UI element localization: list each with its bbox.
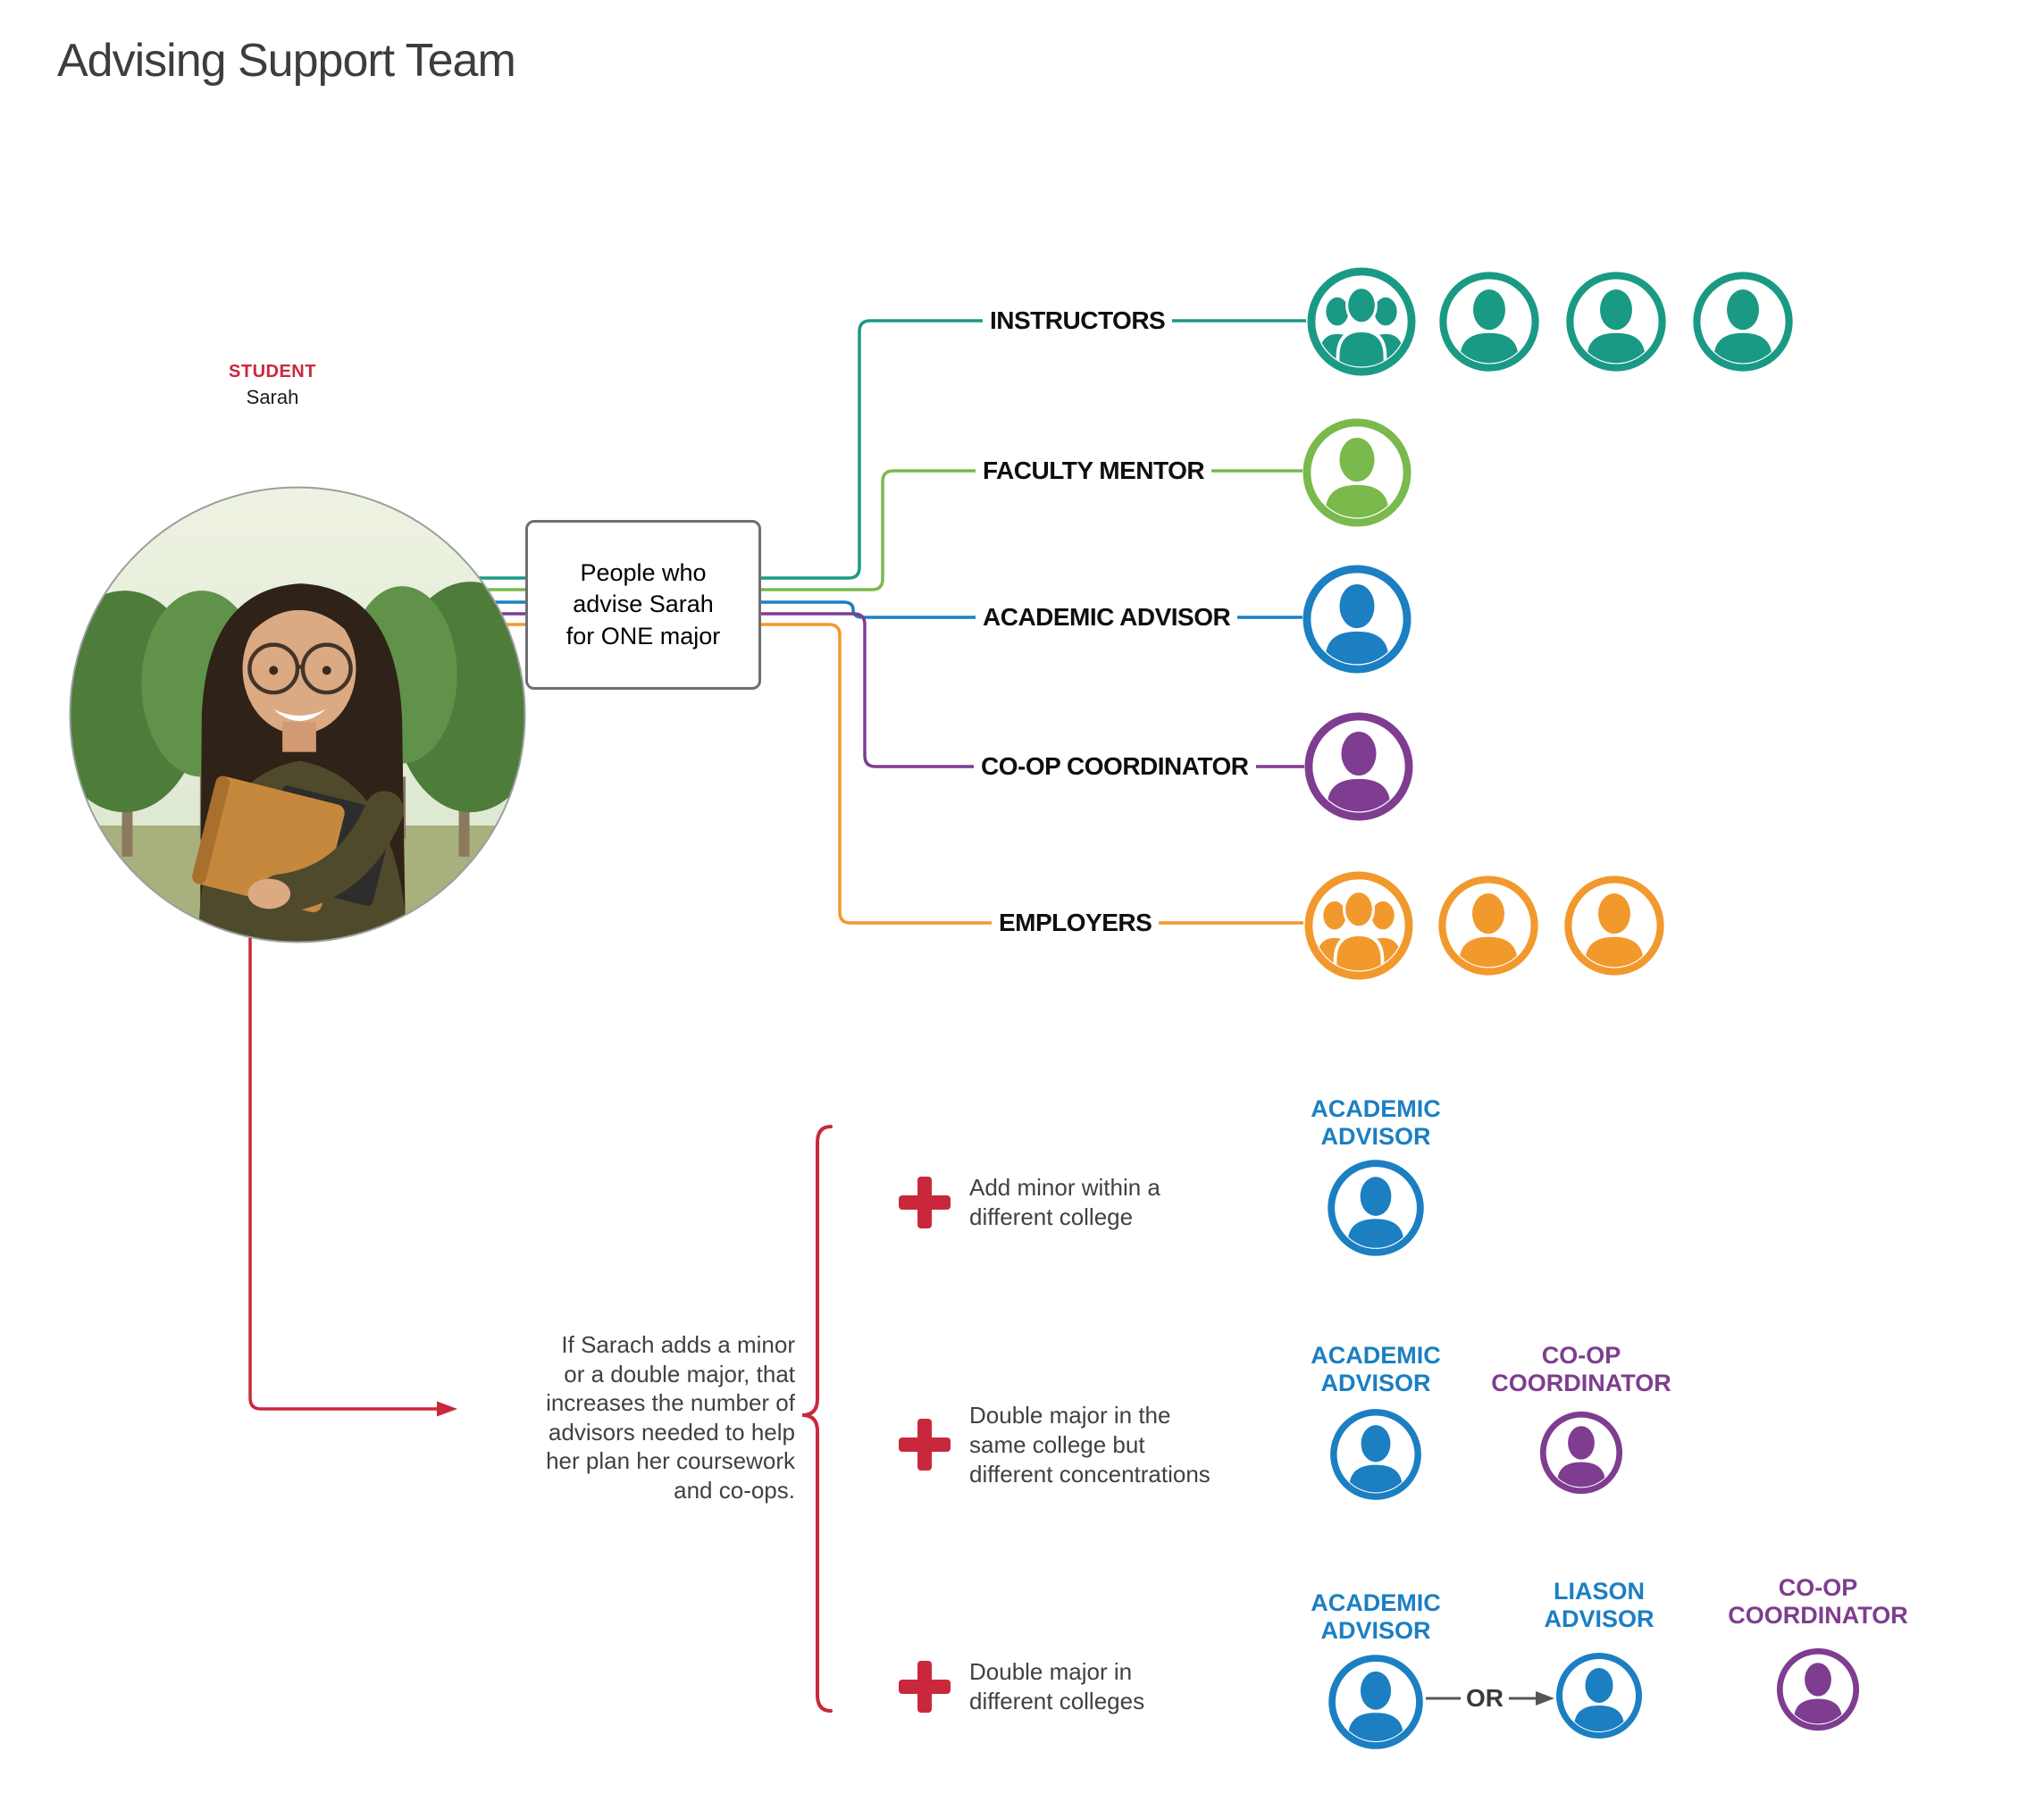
scenario-text-line: Add minor within a	[969, 1174, 1160, 1201]
instructors-person-icon	[1564, 270, 1668, 373]
label-line: ACADEMIC	[1311, 1589, 1441, 1616]
scenario-3-coop-coordinator-icon	[1775, 1647, 1861, 1732]
scenario-3-academic-advisor-label: ACADEMIC ADVISOR	[1311, 1589, 1441, 1645]
branch-label-coop-coordinator: CO-OP COORDINATOR	[974, 752, 1256, 781]
scenario-3-liason-advisor-icon	[1554, 1651, 1644, 1740]
scenario-3-liason-advisor-label: LIASON ADVISOR	[1544, 1578, 1654, 1633]
scenario-3-academic-advisor-icon	[1327, 1653, 1425, 1751]
instructors-person-icon	[1691, 270, 1795, 373]
employers-line	[444, 623, 1303, 925]
branch-label-faculty-mentor: FACULTY MENTOR	[976, 457, 1212, 485]
arrowhead-red	[437, 1401, 457, 1417]
page-title: Advising Support Team	[57, 35, 516, 87]
student-caption: STUDENT Sarah	[130, 361, 415, 410]
scenario-2-coop-coordinator-icon	[1538, 1410, 1624, 1496]
scenario-1-academic-advisor-icon	[1326, 1158, 1426, 1258]
faculty-mentor-line	[444, 469, 1303, 591]
label-line: ACADEMIC	[1311, 1095, 1441, 1122]
employers-group-icon	[1303, 869, 1415, 982]
scenario-text-line: Double major in	[969, 1658, 1133, 1685]
scenario-text-line: different concentrations	[969, 1461, 1210, 1488]
scenario-text-line: different college	[969, 1203, 1134, 1230]
employers-person-icon	[1562, 874, 1666, 977]
scenario-2-academic-advisor-label: ACADEMIC ADVISOR	[1311, 1342, 1441, 1397]
scenario-1-text: Add minor within a different college	[969, 1173, 1160, 1232]
scenario-text-line: same college but	[969, 1431, 1145, 1458]
plus-icon	[899, 1177, 951, 1228]
note-line: increases the number of	[546, 1389, 795, 1416]
instructors-person-icon	[1437, 270, 1541, 373]
academic-advisor-person-icon	[1301, 563, 1413, 675]
scenario-2-coop-coordinator-label: CO-OP COORDINATOR	[1491, 1342, 1671, 1397]
plus-icon	[899, 1419, 951, 1471]
scenario-text-line: different colleges	[969, 1688, 1145, 1714]
plus-icon	[899, 1661, 951, 1713]
note-text: If Sarach adds a minor or a double major…	[456, 1330, 795, 1504]
scenarios-brace	[801, 1125, 833, 1713]
scenario-2-text: Double major in the same college but dif…	[969, 1401, 1210, 1489]
hub-box-line: for ONE major	[565, 622, 721, 650]
label-line: CO-OP	[1541, 1342, 1621, 1369]
note-line: and co-ops.	[674, 1476, 795, 1504]
hub-box: People who advise Sarah for ONE major	[525, 520, 761, 690]
coop-coordinator-line	[444, 612, 1304, 768]
branch-label-instructors: INSTRUCTORS	[983, 306, 1173, 335]
label-line: ADVISOR	[1320, 1370, 1431, 1396]
scenario-3-coop-coordinator-label: CO-OP COORDINATOR	[1728, 1574, 1908, 1630]
branch-label-academic-advisor: ACADEMIC ADVISOR	[976, 603, 1238, 632]
label-line: ADVISOR	[1320, 1617, 1431, 1644]
instructors-line	[444, 319, 1306, 580]
coop-coordinator-person-icon	[1303, 710, 1415, 823]
instructors-group-icon	[1305, 265, 1418, 378]
student-name: Sarah	[246, 386, 299, 408]
scenario-3-text: Double major in different colleges	[969, 1657, 1144, 1716]
employers-person-icon	[1437, 874, 1540, 977]
scenario-1-academic-advisor-label: ACADEMIC ADVISOR	[1311, 1095, 1441, 1151]
student-note-line	[248, 936, 438, 1411]
or-label: OR	[1461, 1684, 1509, 1713]
label-line: CO-OP	[1778, 1574, 1858, 1601]
academic-advisor-line	[444, 600, 1303, 619]
hub-box-line: People who	[580, 558, 707, 586]
student-role-label: STUDENT	[229, 362, 316, 381]
scenario-text-line: Double major in the	[969, 1402, 1171, 1429]
note-line: her plan her coursework	[546, 1447, 795, 1474]
label-line: ADVISOR	[1320, 1123, 1431, 1150]
label-line: ADVISOR	[1544, 1605, 1654, 1632]
note-line: or a double major, that	[564, 1360, 795, 1387]
student-photo	[69, 486, 526, 943]
label-line: COORDINATOR	[1728, 1602, 1908, 1629]
label-line: LIASON	[1553, 1578, 1645, 1605]
scenario-2-academic-advisor-icon	[1328, 1407, 1423, 1502]
label-line: COORDINATOR	[1491, 1370, 1671, 1396]
note-line: advisors needed to help	[548, 1418, 795, 1446]
label-line: ACADEMIC	[1311, 1342, 1441, 1369]
note-line: If Sarach adds a minor	[561, 1331, 795, 1358]
or-arrowhead	[1536, 1691, 1554, 1706]
hub-box-line: advise Sarah	[573, 591, 714, 618]
faculty-mentor-person-icon	[1301, 416, 1413, 529]
branch-label-employers: EMPLOYERS	[992, 909, 1160, 937]
